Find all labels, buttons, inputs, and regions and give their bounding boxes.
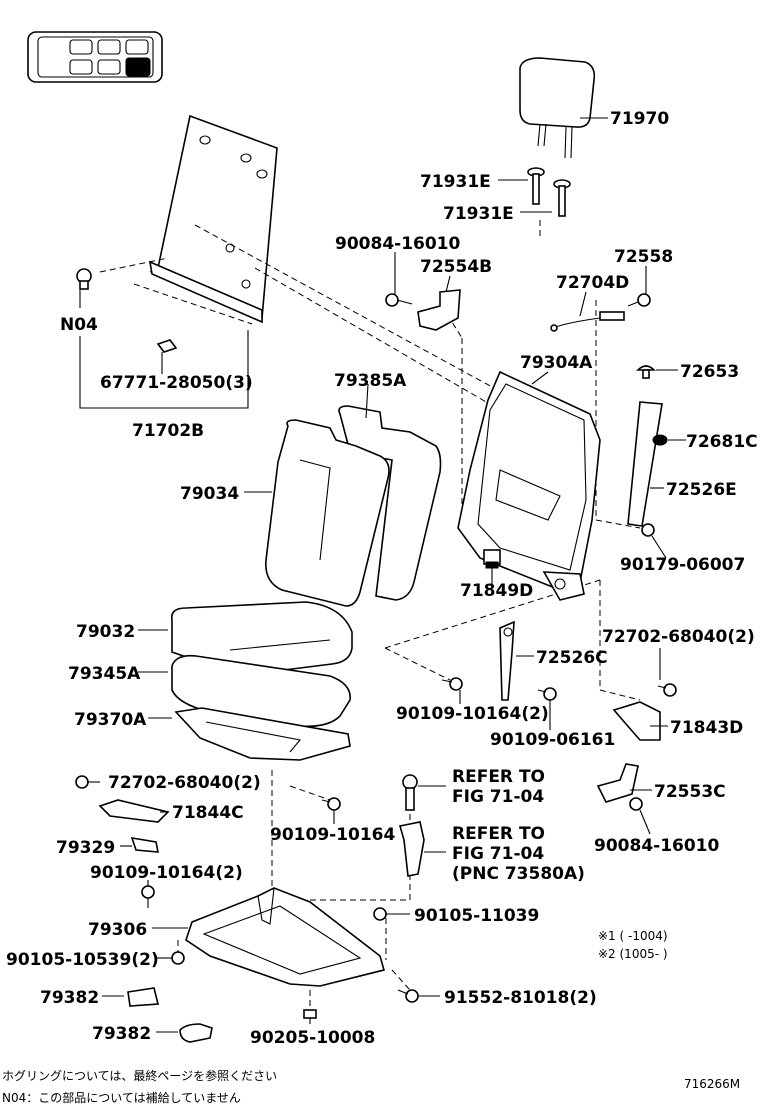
clip-67771	[156, 339, 178, 353]
cap-72653	[636, 365, 656, 379]
label-71844c: 71844C	[172, 803, 244, 823]
label-91552-81018: 91552-81018(2)	[444, 988, 597, 1008]
headrest-guide-71931e	[527, 167, 571, 217]
seatback-cover-79034	[265, 419, 390, 607]
label-90109-10164-2-left: 90109-10164(2)	[90, 863, 243, 883]
clip-n04	[76, 268, 92, 290]
clip-71849d	[483, 549, 501, 569]
bolt-90105-11039	[373, 907, 387, 921]
refer-1-line2: FIG 71-04	[452, 787, 544, 807]
label-90105-11039: 90105-11039	[414, 906, 539, 926]
label-90109-06161: 90109-06161	[490, 730, 615, 750]
label-90179-06007: 90179-06007	[620, 555, 745, 575]
label-67771-28050: 67771-28050(3)	[100, 373, 253, 393]
label-79382-a: 79382	[40, 988, 99, 1008]
label-79306: 79306	[88, 920, 147, 940]
cushion-frame-79370a	[174, 707, 351, 761]
label-79034: 79034	[180, 484, 239, 504]
bolt-72702-68040-right	[657, 683, 677, 697]
bracket-72553c	[596, 763, 639, 803]
footer-note-2: N04：この部品については補給していません	[2, 1090, 241, 1105]
label-72702-68040-left: 72702-68040(2)	[108, 773, 261, 793]
date-note-1: ※1 ( -1004)	[598, 929, 668, 943]
label-72702-68040-right: 72702-68040(2)	[602, 627, 755, 647]
label-72553c: 72553C	[654, 782, 726, 802]
refer-2-line3: (PNC 73580A)	[452, 864, 585, 884]
belt-72526e	[627, 401, 663, 527]
refer-1-line1: REFER TO	[452, 767, 545, 787]
label-71931e-a: 71931E	[420, 172, 491, 192]
bolt-90109-06161	[537, 687, 557, 701]
label-72526c: 72526C	[536, 648, 608, 668]
label-90084-16010-bottom: 90084-16010	[594, 836, 720, 856]
label-79304a: 79304A	[520, 353, 593, 373]
label-79382-b: 79382	[92, 1024, 151, 1044]
label-71843d: 71843D	[670, 718, 743, 738]
label-90109-10164-center: 90109-10164	[270, 825, 396, 845]
refer-2-line1: REFER TO	[452, 824, 545, 844]
bolt-72702-68040-left	[75, 775, 100, 789]
label-71849d: 71849D	[460, 581, 533, 601]
label-79385a: 79385A	[334, 371, 407, 391]
label-72558: 72558	[614, 247, 673, 267]
label-90109-10164-2-mid: 90109-10164(2)	[396, 704, 549, 724]
refer-2-line2: FIG 71-04	[452, 844, 544, 864]
bracket-71844c	[98, 799, 170, 823]
bolt-91552-81018	[397, 989, 419, 1003]
label-79370a: 79370A	[74, 710, 147, 730]
cover-79382-b	[179, 1023, 213, 1043]
bolt-90084-16010-top	[385, 293, 413, 307]
assembly-guide-lines	[99, 220, 641, 1008]
seat-lower-frame-79306	[185, 887, 385, 987]
bolt-90105-10539	[171, 951, 185, 965]
cable-72704d	[550, 311, 625, 332]
label-90084-16010-top: 90084-16010	[335, 234, 461, 254]
bolt-90109-10164-center	[321, 797, 341, 811]
label-90205-10008: 90205-10008	[250, 1028, 375, 1048]
seat-position-indicator-icon	[27, 31, 163, 83]
cover-79382-a	[127, 987, 160, 1007]
label-90105-10539: 90105-10539(2)	[6, 950, 159, 970]
label-71702b: 71702B	[132, 421, 204, 441]
date-note-2: ※2 (1005- )	[598, 947, 668, 961]
label-72554b: 72554B	[420, 257, 492, 277]
seatback-board-71702b	[148, 114, 278, 324]
bolt-90109-10164-mid	[441, 677, 463, 691]
belt-72526c	[499, 620, 515, 701]
bolt-90179-06007	[641, 523, 655, 537]
bolt-90084-16010-bottom	[629, 797, 643, 811]
label-72653: 72653	[680, 362, 739, 382]
bracket-72554b	[417, 289, 461, 331]
bolt-refer-fig-71-04	[402, 774, 418, 811]
bracket-79329	[130, 836, 159, 853]
nut-90205-10008	[303, 1009, 317, 1019]
bracket-71843d	[612, 701, 661, 741]
seatback-frame-79304a	[457, 370, 601, 601]
buckle-refer-fig-71-04	[398, 821, 425, 877]
label-72681c: 72681C	[686, 432, 758, 452]
label-79329: 79329	[56, 838, 115, 858]
cushion-pad-79345a	[171, 654, 351, 728]
label-72704d: 72704D	[556, 273, 629, 293]
bolt-90109-10164-left	[141, 885, 155, 908]
label-71970: 71970	[610, 109, 669, 129]
label-79032: 79032	[76, 622, 135, 642]
footer-note-1: ホグリングについては、最終ページを参照ください	[2, 1068, 277, 1083]
washer-72681c	[652, 434, 668, 446]
label-79345a: 79345A	[68, 664, 141, 684]
label-71931e-b: 71931E	[443, 204, 514, 224]
diagram-id: 716266M	[684, 1077, 740, 1091]
label-n04: N04	[60, 315, 98, 335]
headrest-71970	[519, 57, 596, 159]
bolt-72558	[627, 293, 651, 307]
label-72526e: 72526E	[666, 480, 737, 500]
